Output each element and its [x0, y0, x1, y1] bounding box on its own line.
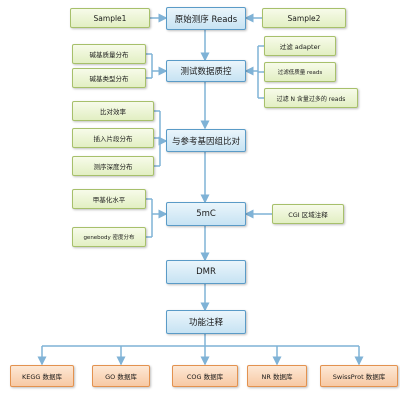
sample2-node: Sample2	[262, 8, 346, 28]
kegg-database-node: KEGG 数据库	[10, 365, 74, 387]
sample1-node: Sample1	[70, 8, 150, 28]
genebody-density-node: genebody 密度分布	[72, 227, 146, 247]
raw-reads-node: 原始测序 Reads	[166, 7, 246, 30]
depth-distribution-node: 测序深度分布	[72, 156, 154, 176]
swissprot-database-node: SwissProt 数据库	[320, 365, 398, 387]
filter-n-content-node: 过滤 N 含量过多的 reads	[264, 88, 358, 108]
5mc-node: 5mC	[166, 202, 246, 226]
alignment-rate-node: 比对效率	[72, 101, 154, 121]
base-type-distribution-node: 碱基类型分布	[72, 68, 146, 88]
filter-low-quality-node: 过滤低质量 reads	[264, 62, 336, 82]
nr-database-node: NR 数据库	[247, 365, 307, 387]
annotation-node: 功能注释	[166, 310, 246, 334]
filter-adapter-node: 过滤 adapter	[264, 36, 336, 56]
methylation-level-node: 甲基化水平	[72, 189, 146, 209]
cgi-annotation-node: CGI 区域注释	[272, 204, 344, 224]
qc-node: 测试数据质控	[166, 60, 246, 82]
base-quality-distribution-node: 碱基质量分布	[72, 44, 146, 64]
align-node: 与参考基因组比对	[166, 129, 246, 152]
go-database-node: GO 数据库	[92, 365, 150, 387]
cog-database-node: COG 数据库	[172, 365, 238, 387]
insert-size-distribution-node: 插入片段分布	[72, 128, 154, 148]
dmr-node: DMR	[166, 260, 246, 284]
